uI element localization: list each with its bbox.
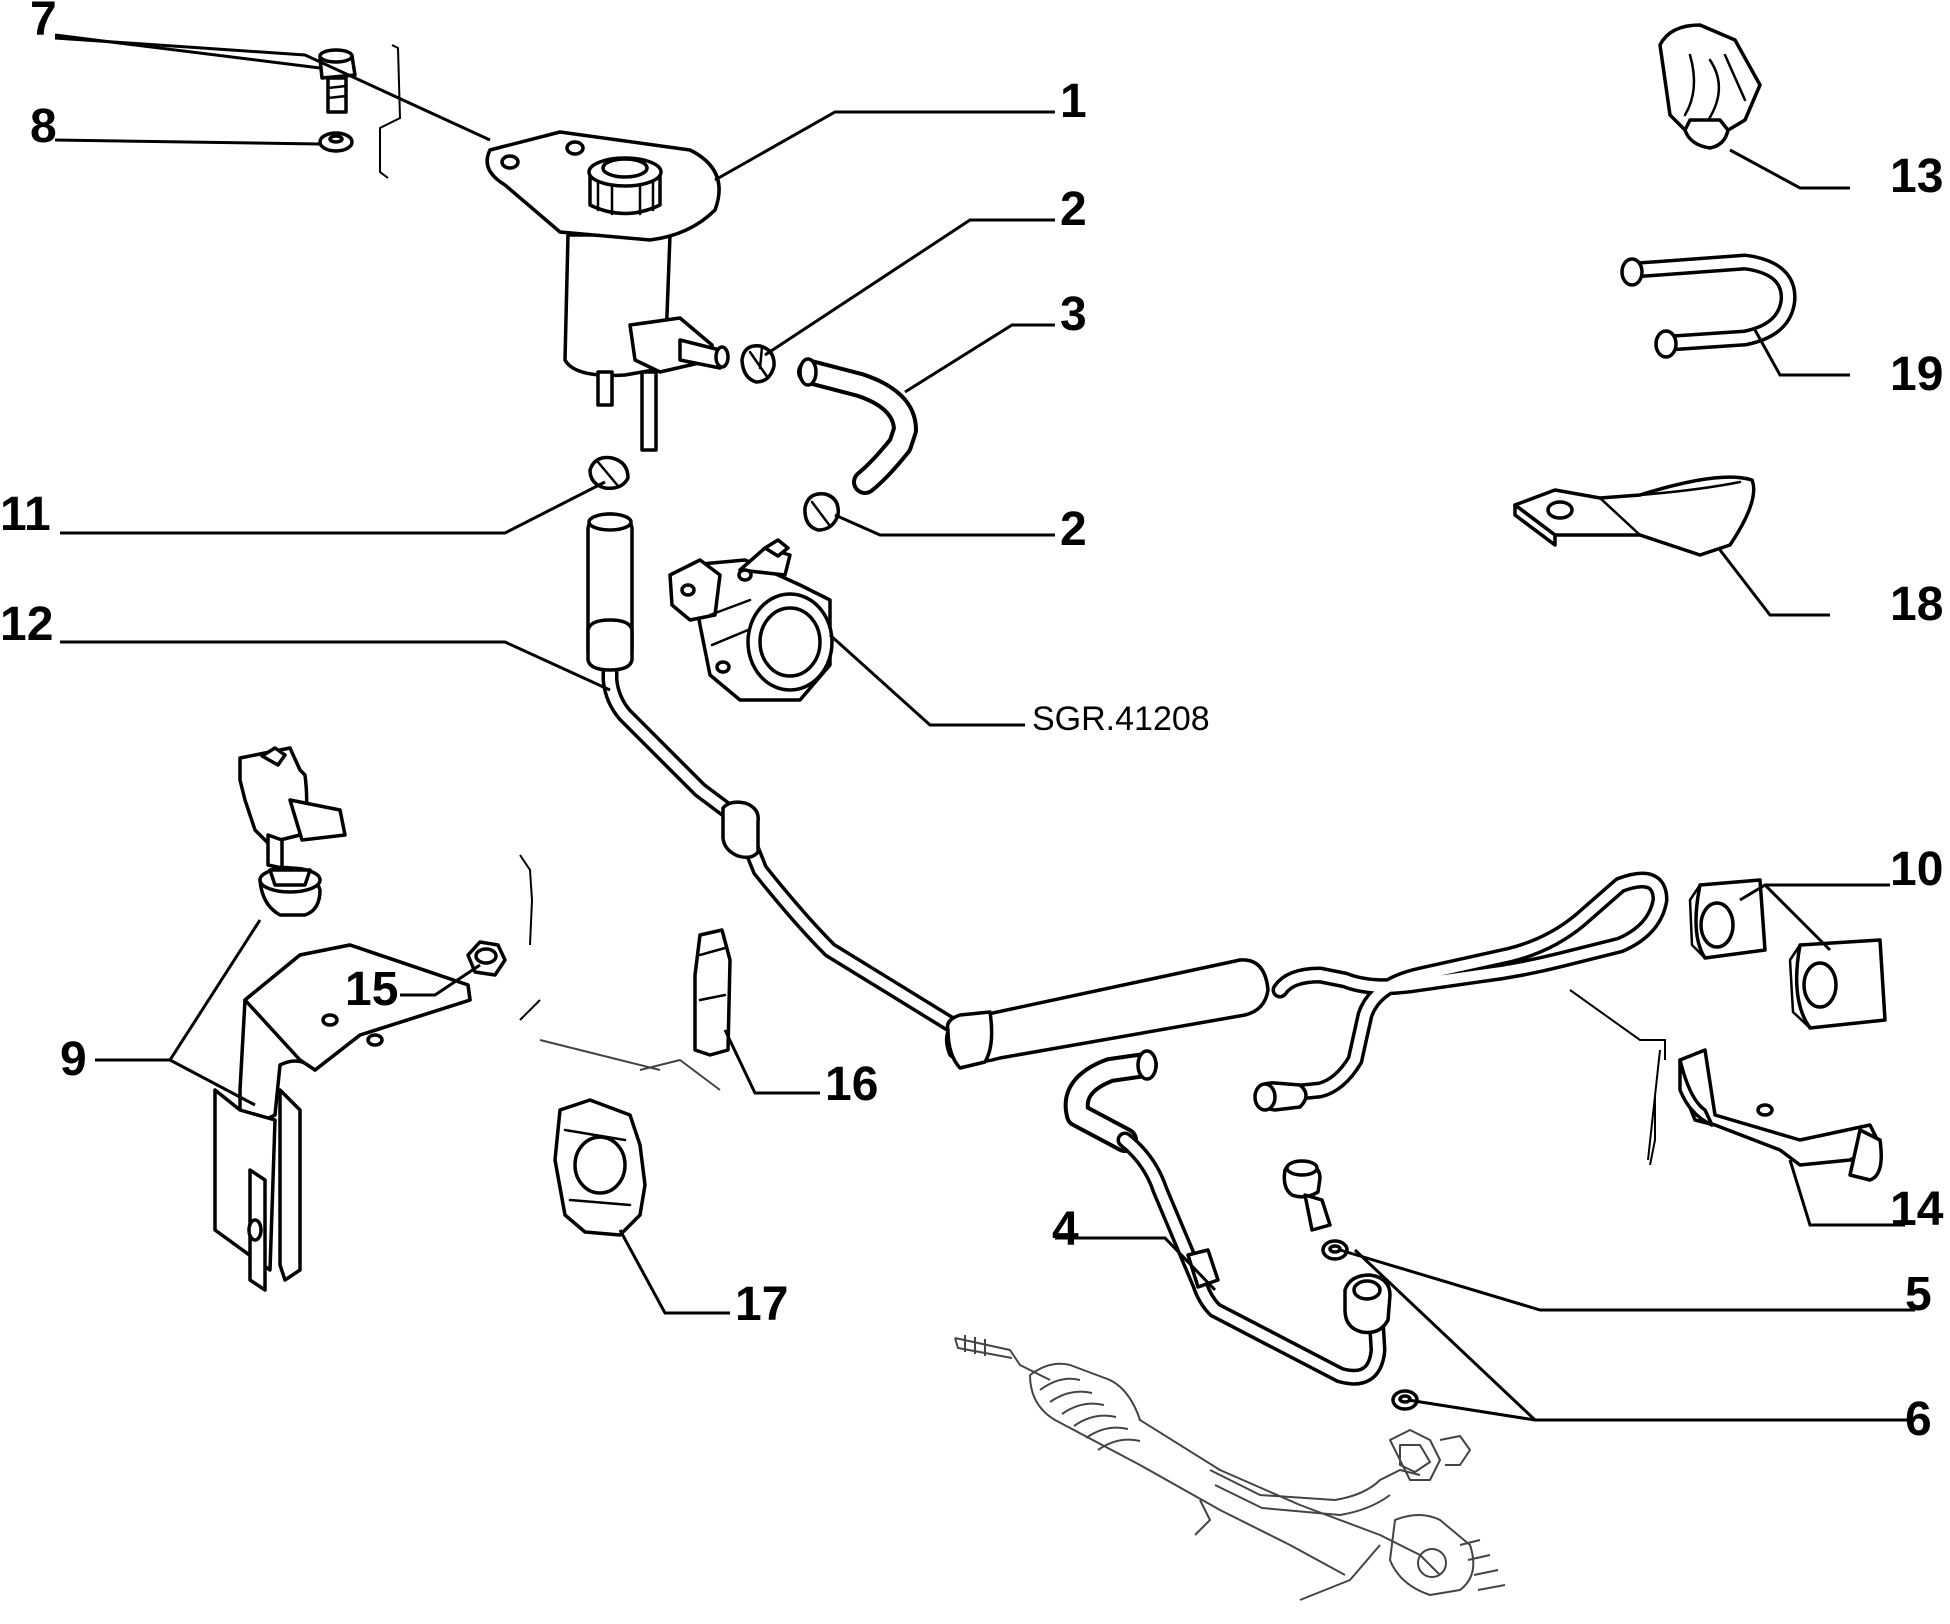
part-1-reservoir	[485, 130, 730, 452]
label-18: 18	[1890, 578, 1943, 631]
label-13: 13	[1890, 150, 1943, 203]
part-19-u-pipe	[1620, 253, 1797, 359]
callout-labels: 7 8 1 2 3 2 11 12 SGR.41208 9 15 16 17 4…	[0, 0, 1944, 1446]
label-7: 7	[30, 0, 57, 46]
label-17: 17	[735, 1278, 788, 1331]
label-12: 12	[0, 598, 53, 651]
part-13-clip	[1658, 23, 1762, 150]
part-4-pressure-hose	[1063, 1049, 1392, 1386]
label-19: 19	[1890, 348, 1943, 401]
group-bracket-15-16	[519, 999, 541, 1021]
steering-rack	[954, 1335, 1506, 1601]
part-6-washer-upper	[1321, 1239, 1349, 1261]
leader-lines	[54, 33, 1915, 1422]
part-12-pipe	[586, 512, 1270, 1070]
label-1: 1	[1060, 75, 1087, 128]
label-16: 16	[825, 1058, 878, 1111]
label-15: 15	[345, 963, 398, 1016]
part-17-support	[553, 1098, 647, 1237]
part-11-clamp	[588, 455, 630, 491]
label-11: 11	[0, 488, 51, 541]
label-5: 5	[1905, 1268, 1932, 1321]
label-2-lower: 2	[1060, 503, 1087, 556]
part-5-bolt	[1282, 1159, 1332, 1232]
pump-sgr-41208	[668, 538, 834, 702]
label-3: 3	[1060, 288, 1087, 341]
part-18-bracket	[1513, 475, 1756, 557]
ghost-line	[539, 1039, 661, 1071]
part-14-strap	[1678, 1048, 1883, 1182]
part-10-bush-right	[1788, 938, 1887, 1030]
part-8-washer	[318, 131, 354, 153]
part-7-bolt	[318, 48, 357, 114]
group-bracket-10-14	[1649, 1095, 1656, 1166]
part-10-bush-left	[1688, 878, 1767, 960]
group-bracket-7-8	[379, 44, 402, 179]
label-6: 6	[1905, 1393, 1932, 1446]
pump-ref-code: SGR.41208	[1032, 700, 1210, 738]
label-10: 10	[1890, 843, 1943, 896]
part-3-hose	[797, 357, 918, 495]
part-9-clip	[238, 746, 347, 917]
group-bracket-10-14	[1647, 1049, 1661, 1161]
part-16-clip	[693, 928, 732, 1057]
group-bracket-15-16	[519, 854, 534, 946]
part-9-bracket	[213, 943, 472, 1292]
group-bracket-10-14	[1569, 989, 1666, 1060]
label-14: 14	[1890, 1183, 1944, 1236]
label-2-upper: 2	[1060, 183, 1087, 236]
ghost-line	[639, 1059, 721, 1091]
label-8: 8	[30, 100, 57, 153]
label-4: 4	[1052, 1203, 1079, 1256]
label-9: 9	[60, 1033, 87, 1086]
return-pipe-assembly	[1253, 871, 1669, 1112]
part-2-clamp-lower	[803, 492, 840, 532]
